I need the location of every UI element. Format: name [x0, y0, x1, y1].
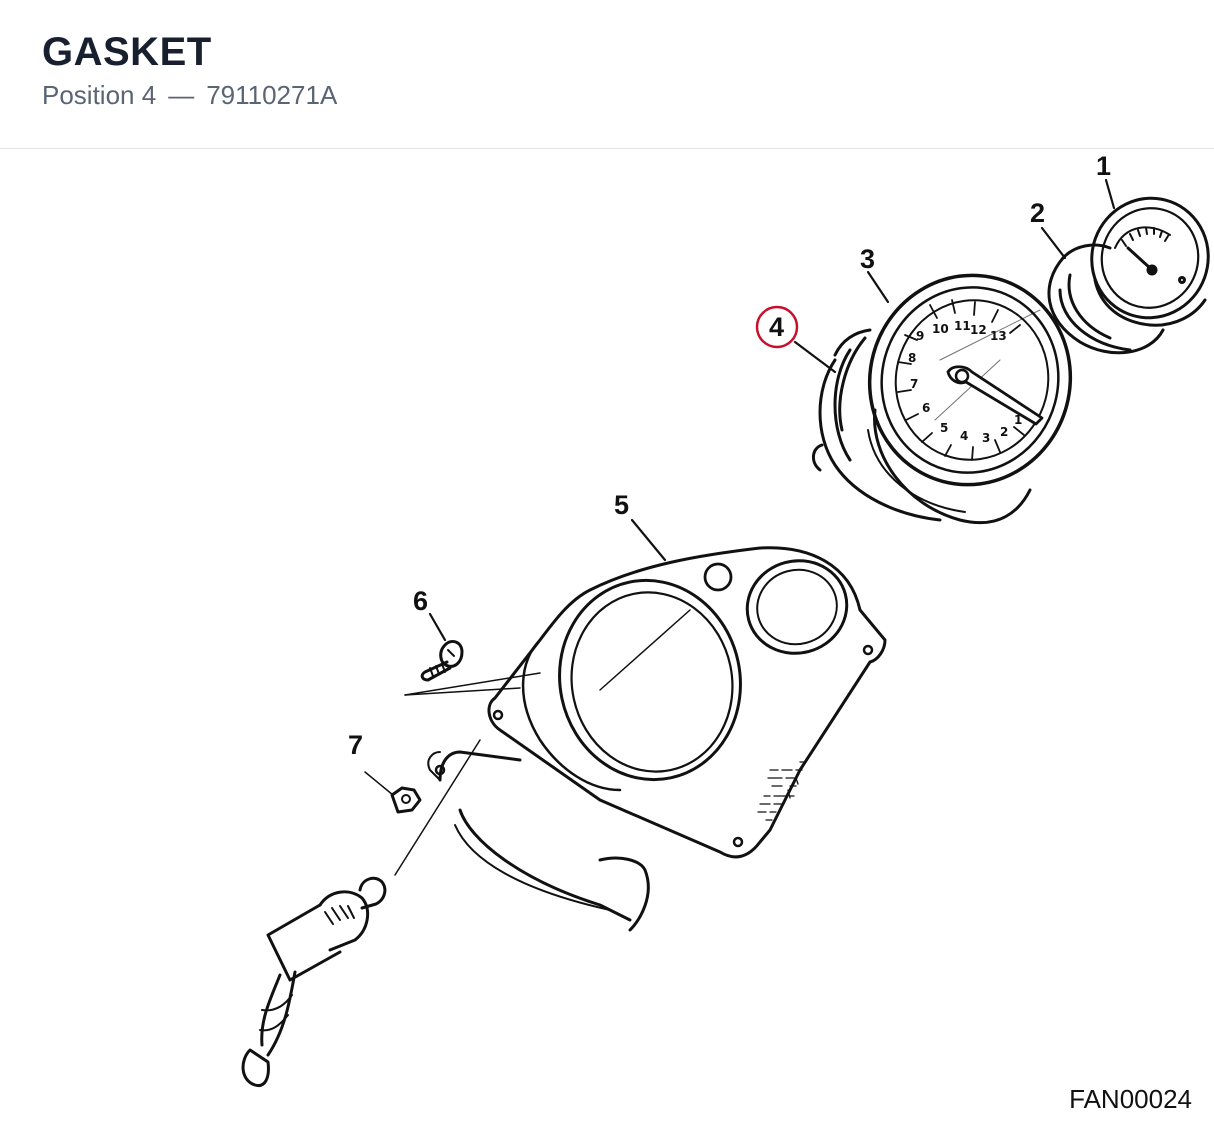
- callout-4[interactable]: 4: [769, 312, 784, 342]
- dial-label-4: 4: [960, 429, 968, 443]
- part-6-screw: [420, 640, 464, 682]
- dial-label-13: 13: [990, 329, 1007, 343]
- part-title: GASKET: [42, 30, 212, 74]
- highlight-ring: [755, 305, 799, 349]
- callout-7[interactable]: 7: [348, 730, 363, 760]
- callout-3[interactable]: 3: [860, 244, 875, 274]
- part-number: 79110271A: [206, 80, 338, 110]
- part-2-small-gasket: [1047, 243, 1165, 355]
- part-1-small-gauge: [1090, 196, 1210, 327]
- part-7-nut: [390, 786, 422, 814]
- dial-label-2: 2: [1000, 425, 1008, 439]
- dial-label-12: 12: [970, 323, 987, 337]
- callout-labels: 1 2 3 4 5 6 7: [348, 151, 1111, 760]
- page-header: GASKET Position 4 — 79110271A: [0, 0, 1214, 149]
- callout-4-highlighted[interactable]: 4: [755, 305, 799, 349]
- part-3-tachometer: [867, 273, 1073, 525]
- part-4-tach-gasket: [812, 328, 942, 522]
- dial-label-7: 7: [910, 377, 918, 391]
- dial-label-9: 9: [916, 329, 924, 343]
- dial-label-8: 8: [908, 351, 916, 365]
- position-label: Position 4: [42, 80, 157, 110]
- callout-6[interactable]: 6: [413, 586, 428, 616]
- dial-label-3: 3: [982, 431, 990, 445]
- dial-label-10: 10: [932, 322, 949, 336]
- figure-code: FAN00024: [1069, 1084, 1192, 1114]
- switch-wiring: [241, 876, 387, 1088]
- part-5-bracket: [427, 546, 887, 932]
- exploded-parts-diagram: 9 10 11 12 13 8 7 6 5 4 3 2 1: [241, 151, 1210, 1088]
- leader-lines: [428, 178, 1116, 642]
- tach-dial-labels: 9 10 11 12 13 8 7 6 5 4 3 2 1: [908, 319, 1022, 445]
- subtitle-separator: —: [168, 80, 195, 110]
- dial-label-5: 5: [940, 421, 948, 435]
- callout-2[interactable]: 2: [1030, 198, 1045, 228]
- dial-label-11: 11: [954, 319, 971, 333]
- dial-label-6: 6: [922, 401, 930, 415]
- callout-5[interactable]: 5: [614, 490, 629, 520]
- dial-label-1: 1: [1014, 413, 1022, 427]
- assembly-lines: [364, 672, 541, 876]
- callout-1[interactable]: 1: [1096, 151, 1111, 181]
- part-subtitle: Position 4 — 79110271A: [42, 80, 337, 111]
